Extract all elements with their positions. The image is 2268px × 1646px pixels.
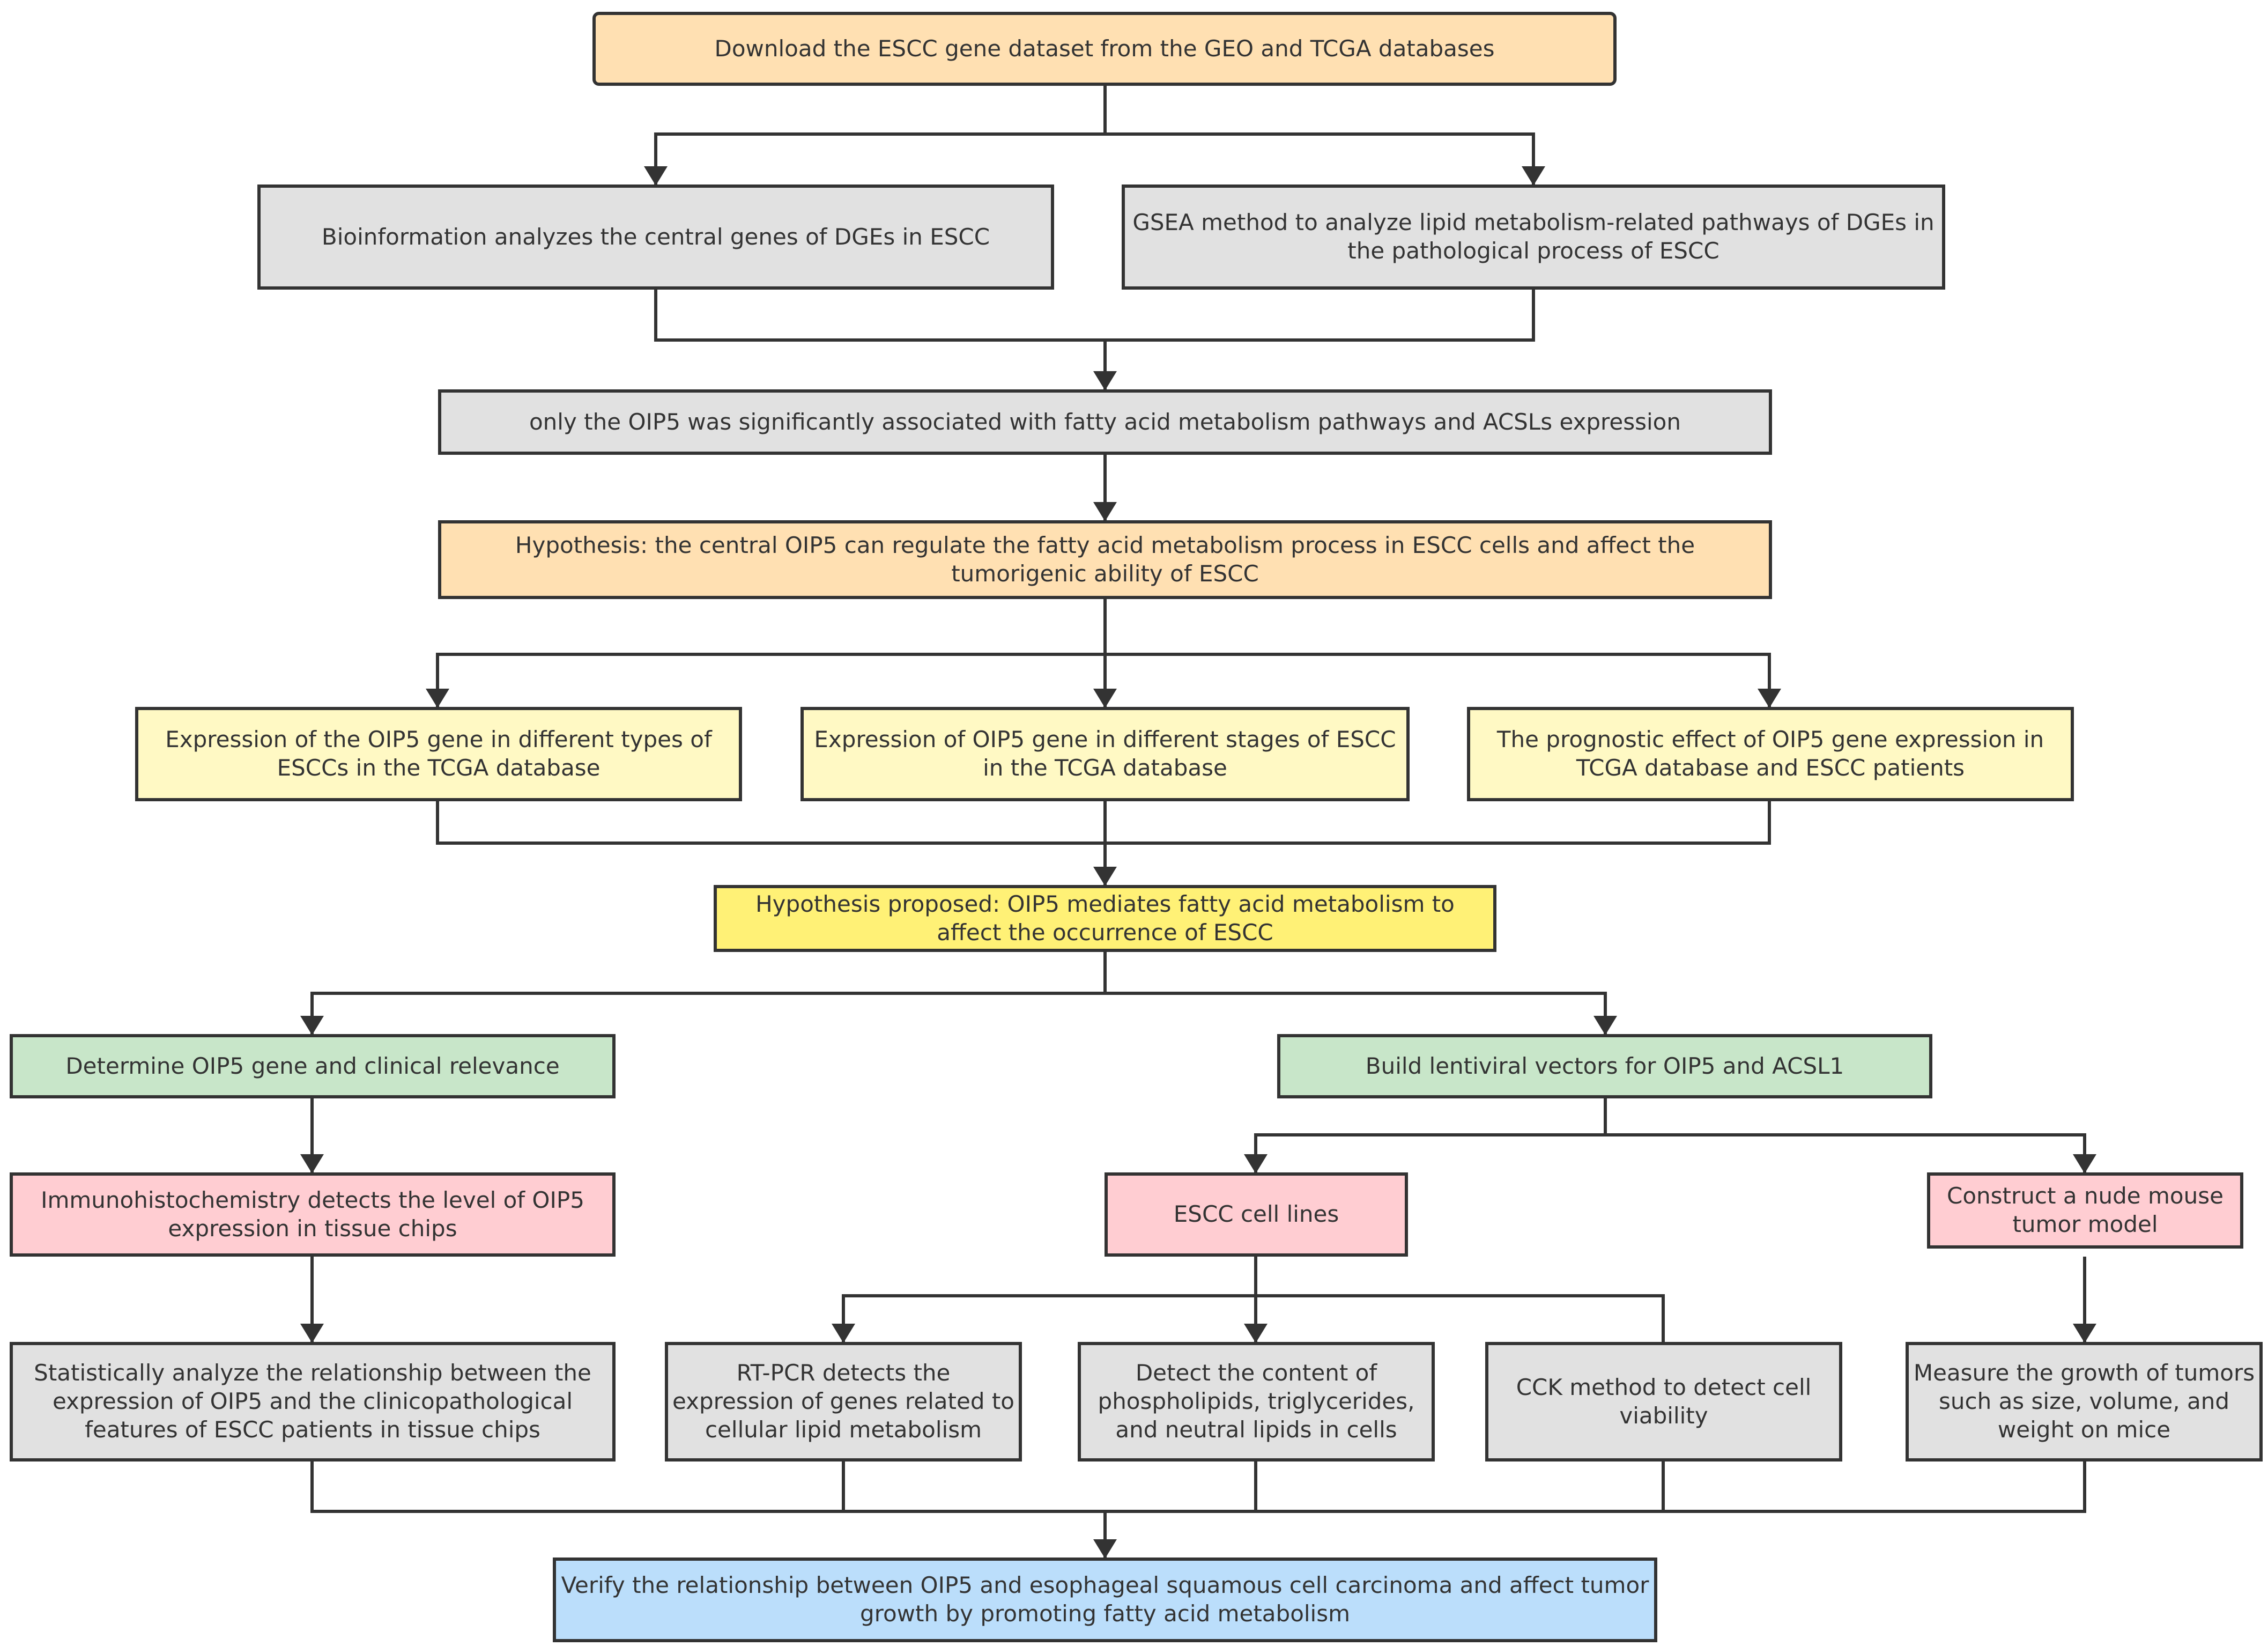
connector-from-prognostic	[1105, 801, 1771, 845]
connector-to-mouse-model	[1605, 1133, 2096, 1173]
node-oip5-assoc: only the OIP5 was significantly associat…	[438, 389, 1772, 455]
connector-from-stats	[310, 1462, 1105, 1513]
connector-from-bioinfo	[654, 290, 1105, 342]
node-tumor-growth: Measure the growth of tumors such as siz…	[1906, 1342, 2263, 1462]
node-rtpcr: RT-PCR detects the expression of genes r…	[665, 1342, 1022, 1462]
node-expr-types: Expression of the OIP5 gene in different…	[135, 707, 742, 801]
node-cck: CCK method to detect cell viability	[1485, 1342, 1842, 1462]
node-gsea: GSEA method to analyze lipid metabolism-…	[1122, 184, 1945, 290]
node-hypothesis2: Hypothesis proposed: OIP5 mediates fatty…	[714, 885, 1496, 952]
node-ihc: Immunohistochemistry detects the level o…	[10, 1172, 616, 1257]
connector-to-cell-lines	[1244, 1133, 1605, 1173]
connector-to-expr-types	[426, 653, 1105, 708]
connector-to-rtpcr	[832, 1294, 1256, 1343]
node-lentiviral: Build lentiviral vectors for OIP5 and AC…	[1277, 1034, 1932, 1098]
connector-to-gsea	[1105, 132, 1545, 186]
node-stats: Statistically analyze the relationship b…	[10, 1342, 616, 1462]
connector-to-clinical	[300, 992, 1105, 1035]
node-verify: Verify the relationship between OIP5 and…	[553, 1558, 1657, 1642]
connector-to-prognostic	[1105, 653, 1781, 708]
connector-to-bioinfo	[644, 132, 1105, 186]
connector-from-expr-types	[436, 801, 1105, 845]
connector-from-gsea	[1105, 290, 1535, 342]
node-mouse-model: Construct a nude mouse tumor model	[1927, 1172, 2243, 1249]
connector-to-lentiviral	[1105, 992, 1617, 1035]
connector-from-tumor-growth	[1105, 1462, 2086, 1513]
node-hypothesis1: Hypothesis: the central OIP5 can regulat…	[438, 520, 1772, 599]
connector-to-cck	[1256, 1294, 1665, 1342]
node-clinical: Determine OIP5 gene and clinical relevan…	[10, 1034, 616, 1098]
node-download: Download the ESCC gene dataset from the …	[592, 12, 1617, 86]
node-prognostic: The prognostic effect of OIP5 gene expre…	[1467, 707, 2074, 801]
node-cell-lines: ESCC cell lines	[1105, 1172, 1408, 1257]
node-lipids: Detect the content of phospholipids, tri…	[1078, 1342, 1435, 1462]
node-expr-stages: Expression of OIP5 gene in different sta…	[801, 707, 1410, 801]
node-bioinfo: Bioinformation analyzes the central gene…	[257, 184, 1054, 290]
